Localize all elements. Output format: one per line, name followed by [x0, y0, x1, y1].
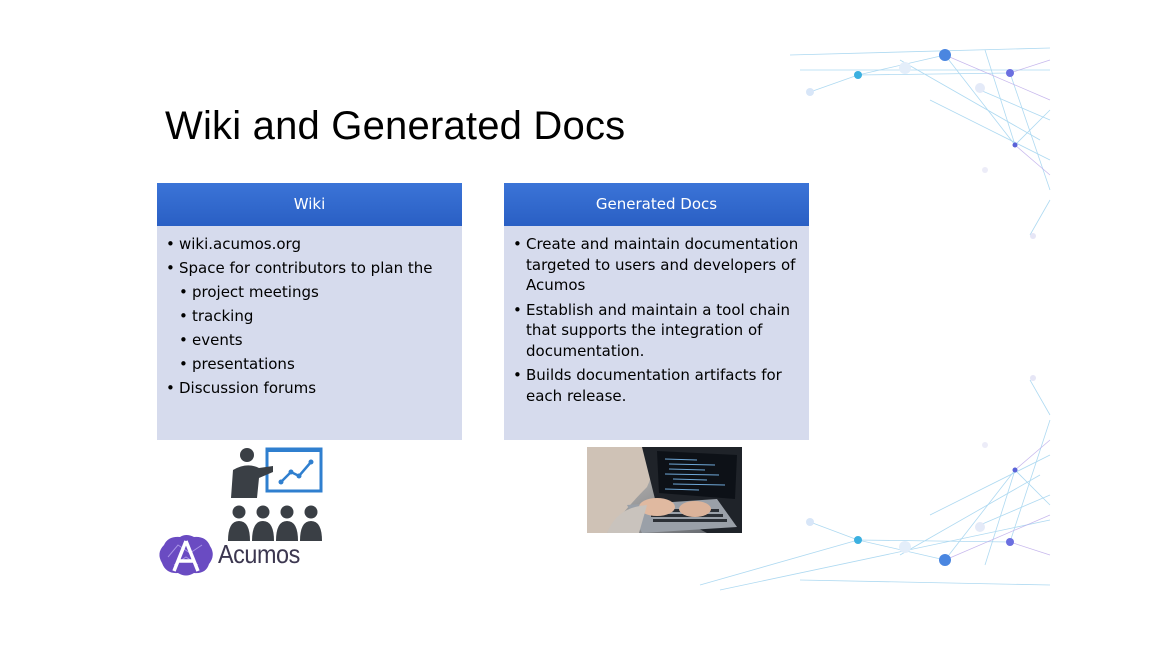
wiki-card-body: wiki.acumos.org Space for contributors t… [157, 226, 462, 399]
laptop-coding-photo [587, 447, 742, 533]
list-item: presentations [179, 354, 452, 375]
wiki-card-heading: Wiki [157, 183, 462, 226]
list-item: Space for contributors to plan the [166, 258, 452, 279]
list-item: Builds documentation artifacts for each … [513, 365, 799, 406]
wiki-bullet-list: wiki.acumos.org Space for contributors t… [166, 234, 452, 399]
generated-docs-card-body: Create and maintain documentation target… [504, 226, 809, 406]
presenter-audience-icon [228, 447, 323, 541]
list-item: project meetings [179, 282, 452, 303]
list-item: Establish and maintain a tool chain that… [513, 300, 799, 362]
list-item: tracking [179, 306, 452, 327]
list-item: wiki.acumos.org [166, 234, 452, 255]
acumos-logo-text: Acumos [218, 539, 300, 569]
wiki-card: Wiki wiki.acumos.org Space for contribut… [157, 183, 462, 440]
slide-title: Wiki and Generated Docs [165, 104, 626, 148]
list-item: events [179, 330, 452, 351]
list-item: Discussion forums [166, 378, 452, 399]
list-item: Create and maintain documentation target… [513, 234, 799, 296]
generated-docs-bullet-list: Create and maintain documentation target… [513, 234, 799, 406]
acumos-brain-logo [159, 535, 213, 576]
generated-docs-card: Generated Docs Create and maintain docum… [504, 183, 809, 440]
generated-docs-card-heading: Generated Docs [504, 183, 809, 226]
